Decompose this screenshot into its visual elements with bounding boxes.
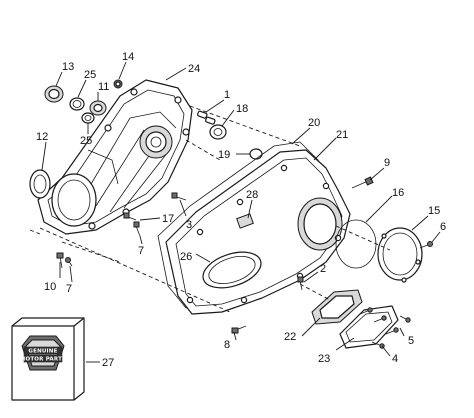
leader-lines [41,61,441,363]
dowel-pins [197,110,263,160]
callout-7-lower: 7 [66,283,72,295]
callout-22: 22 [284,331,296,343]
screw-item-6 [419,241,433,249]
outer-primary-cover [165,149,351,315]
callout-28: 28 [246,189,258,201]
badge-motor-parts-text: MOTOR PARTS [20,357,66,363]
badge-genuine-text: GENUINE [28,349,57,355]
callout-3: 3 [186,219,192,231]
callout-2: 2 [320,263,326,275]
screw-item-7-upper [133,221,141,237]
callout-20: 20 [308,117,320,129]
callout-11: 11 [98,81,109,93]
callout-19: 19 [218,149,230,161]
callout-18: 18 [236,103,248,115]
screw-item-17 [123,212,137,221]
callout-25-upper: 25 [84,69,96,81]
inspection-gasket [311,289,363,325]
screw-item-8 [231,325,247,334]
callout-5: 5 [408,335,414,347]
callout-27: 27 [102,357,114,369]
callout-4: 4 [392,353,398,365]
screw-item-9 [351,176,374,189]
callout-13: 13 [62,61,74,73]
callout-21: 21 [336,129,348,141]
callout-17: 17 [162,213,174,225]
callout-12: 12 [36,131,48,143]
callout-15: 15 [428,205,440,217]
callout-1: 1 [224,89,230,101]
inner-seal-ring [29,169,51,199]
inner-primary-housing [37,79,193,235]
callout-10: 10 [44,281,56,293]
screw-item-3 [171,192,187,201]
callout-24: 24 [188,63,200,75]
genuine-parts-box: GENUINE MOTOR PARTS [11,317,85,401]
callout-8: 8 [224,339,230,351]
callout-25-lower: 25 [80,135,92,147]
callout-7-upper: 7 [138,245,144,257]
callout-23: 23 [318,353,330,365]
callout-14: 14 [122,51,134,63]
screw-item-7-lower [65,257,73,267]
callout-labels: 13 14 25 11 12 25 24 1 18 19 20 21 9 16 … [36,51,446,369]
screw-item-10 [56,252,64,269]
callout-26: 26 [180,251,192,263]
screw-item-2 [297,276,304,291]
derby-cover [377,227,423,283]
callout-9: 9 [384,157,390,169]
assembly-lines [29,105,391,313]
callout-16: 16 [392,187,404,199]
callout-6: 6 [440,221,446,233]
derby-gasket [335,219,377,269]
